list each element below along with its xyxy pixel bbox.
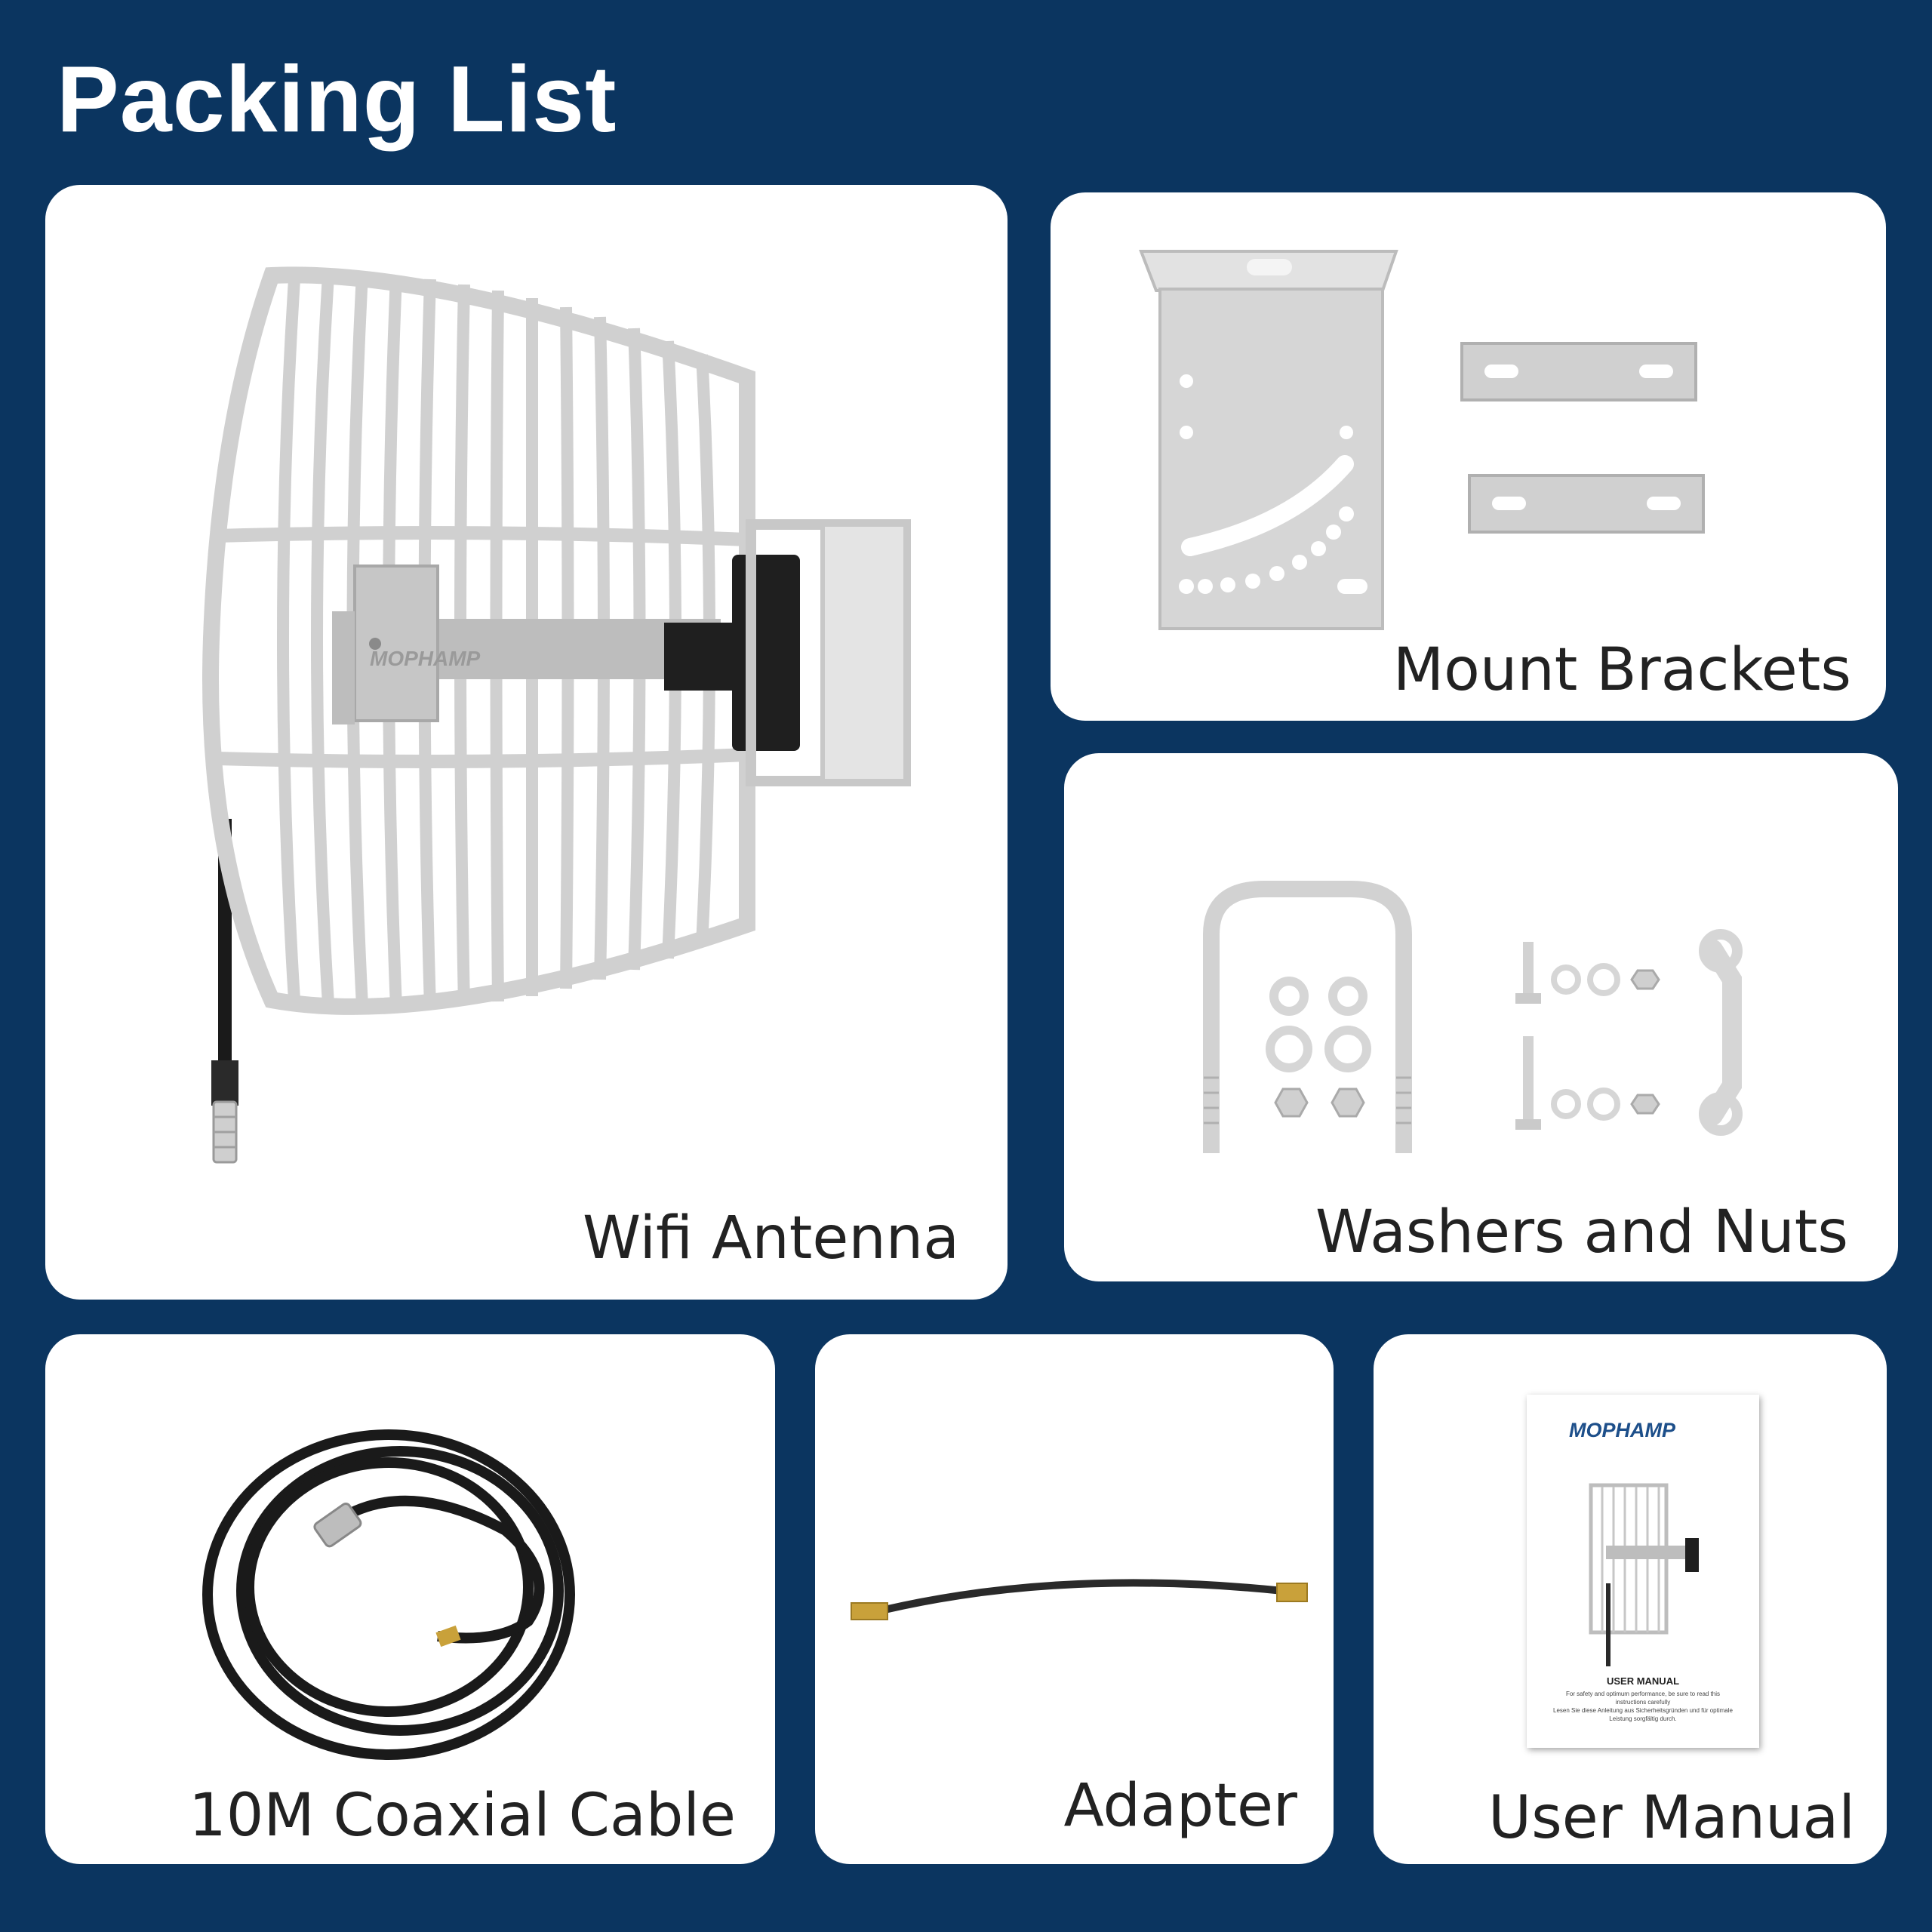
adapter-card: Adapter: [815, 1334, 1334, 1864]
manual-note-line3: Lesen Sie diese Anleitung aus Sicherheit…: [1553, 1707, 1733, 1714]
coaxial-cable-label: 10M Coaxial Cable: [189, 1782, 736, 1850]
page-title: Packing List: [57, 48, 617, 152]
wifi-antenna-image: MOPHAMP: [202, 266, 911, 1164]
manual-note-line4: Leistung sorgfältig durch.: [1609, 1715, 1677, 1722]
washers-and-nuts-card: Washers and Nuts: [1064, 753, 1898, 1281]
washers-and-nuts-image: [1203, 881, 1743, 1153]
mount-brackets-image: [1139, 250, 1705, 630]
coaxial-cable-card: 10M Coaxial Cable: [45, 1334, 775, 1864]
mount-brackets-label: Mount Brackets: [1392, 636, 1851, 704]
wifi-antenna-card: MOPHAMP Wifi Antenna: [45, 185, 1008, 1300]
wifi-antenna-label: Wifi Antenna: [582, 1204, 959, 1272]
manual-heading: USER MANUAL: [1606, 1675, 1680, 1687]
washers-and-nuts-label: Washers and Nuts: [1315, 1198, 1848, 1266]
antenna-brand-text: MOPHAMP: [370, 647, 481, 670]
user-manual-card: MOPHAMP USER MANUAL For safety and optim…: [1374, 1334, 1887, 1864]
coaxial-cable-image: [202, 1429, 575, 1760]
adapter-image: [851, 1579, 1308, 1620]
adapter-label: Adapter: [1063, 1772, 1297, 1840]
mount-brackets-card: Mount Brackets: [1051, 192, 1886, 721]
manual-note-line2: instructions carefully: [1615, 1699, 1671, 1706]
manual-antenna-image: [1589, 1483, 1699, 1666]
user-manual-label: User Manual: [1487, 1784, 1855, 1852]
manual-note-line1: For safety and optimum performance, be s…: [1565, 1690, 1721, 1697]
manual-booklet: MOPHAMP USER MANUAL For safety and optim…: [1527, 1395, 1759, 1748]
manual-brand: MOPHAMP: [1569, 1419, 1675, 1441]
